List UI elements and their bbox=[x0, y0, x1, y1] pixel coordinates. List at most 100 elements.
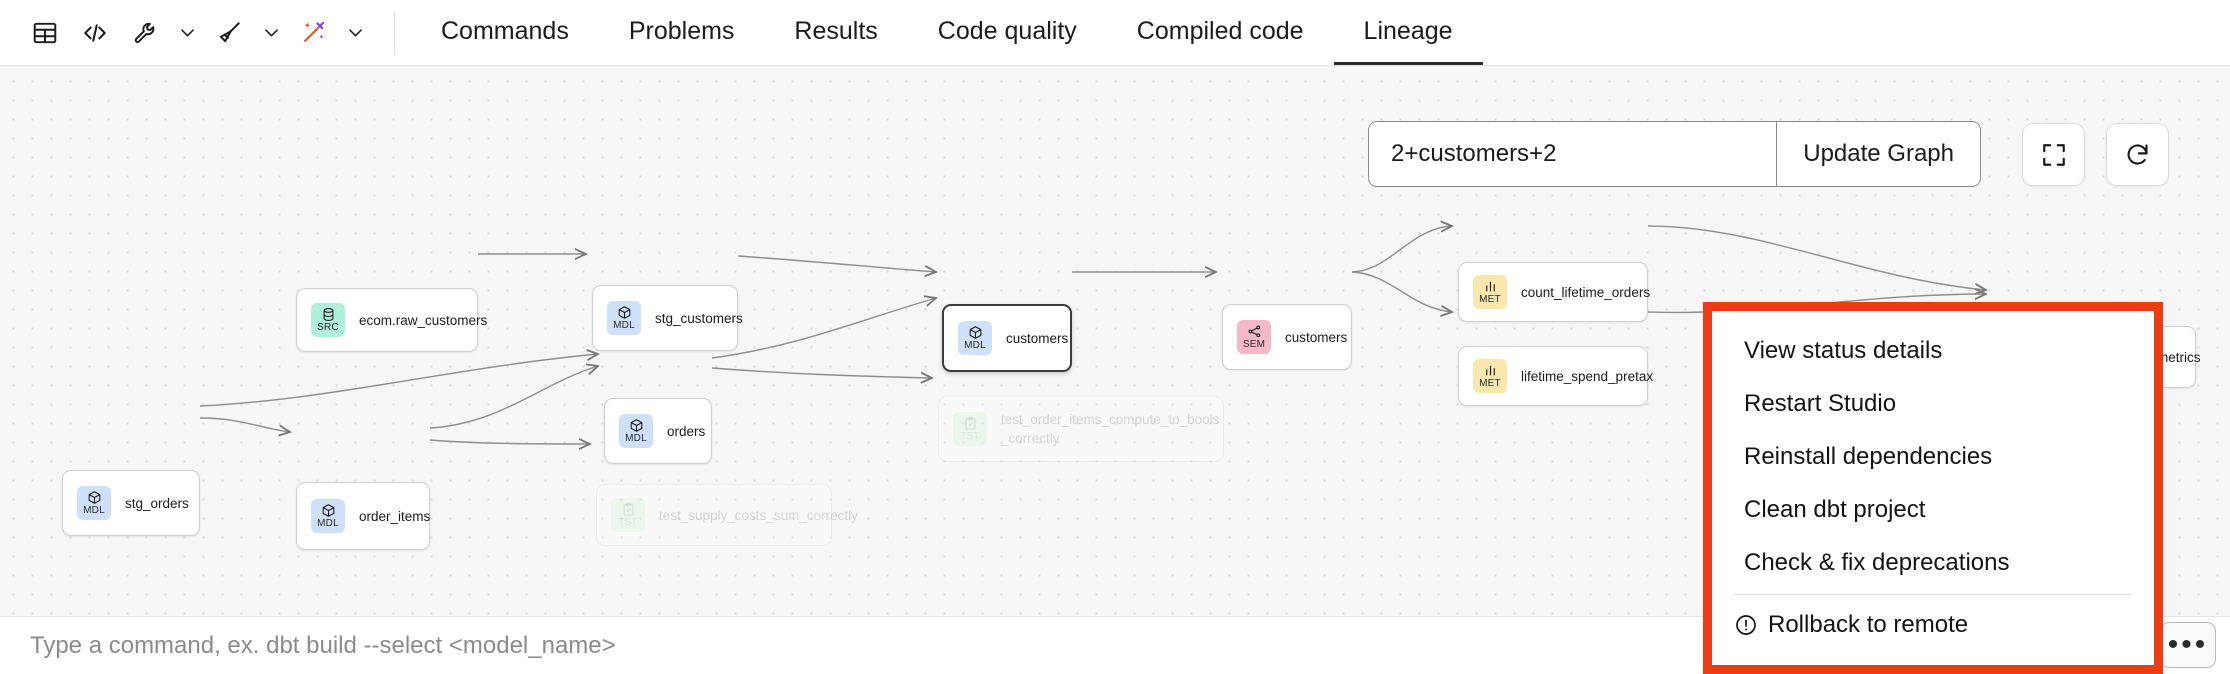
node-type-badge-tst: TST bbox=[953, 412, 987, 446]
chevron-down-icon-format[interactable] bbox=[256, 11, 286, 55]
badge-label: MET bbox=[1479, 378, 1501, 389]
menu-item-restart-studio[interactable]: Restart Studio bbox=[1712, 378, 2154, 431]
node-label: customers bbox=[1006, 330, 1069, 346]
tab-label: Compiled code bbox=[1136, 16, 1304, 45]
code-icon[interactable] bbox=[72, 10, 118, 56]
node-type-badge-mdl: MDL bbox=[77, 486, 111, 520]
graph-node-test-order-items-compute-to-bools[interactable]: TST test_order_items_compute_to_bools _c… bbox=[938, 396, 1224, 462]
menu-divider bbox=[1734, 593, 2132, 595]
bar-chart-icon bbox=[1483, 363, 1498, 378]
table-icon[interactable] bbox=[22, 10, 68, 56]
menu-item-check-fix-deprecations[interactable]: Check & fix deprecations bbox=[1712, 537, 2154, 590]
node-type-badge-sem: SEM bbox=[1237, 320, 1271, 354]
node-label: count_lifetime_orders bbox=[1521, 284, 1651, 300]
node-label: test_order_items_compute_to_bools _corre… bbox=[1001, 412, 1220, 446]
menu-item-label: Restart Studio bbox=[1744, 390, 1897, 417]
menu-item-rollback-to-remote[interactable]: Rollback to remote bbox=[1712, 599, 2154, 652]
top-toolbar: Commands Problems Results Code quality C… bbox=[0, 0, 2230, 66]
fit-to-screen-button[interactable] bbox=[2022, 123, 2085, 186]
badge-label: MDL bbox=[613, 320, 635, 331]
node-label: stg_customers bbox=[655, 310, 743, 326]
bar-chart-icon bbox=[1483, 279, 1498, 294]
menu-item-label: Rollback to remote bbox=[1768, 611, 1969, 638]
cube-icon bbox=[968, 325, 983, 340]
badge-label: MDL bbox=[83, 505, 105, 516]
menu-item-label: View status details bbox=[1744, 337, 1943, 364]
badge-label: MDL bbox=[625, 433, 647, 444]
fullscreen-icon bbox=[2042, 143, 2065, 166]
tab-lineage[interactable]: Lineage bbox=[1333, 0, 1483, 65]
badge-label: MDL bbox=[317, 518, 339, 529]
menu-item-label: Reinstall dependencies bbox=[1744, 443, 1993, 470]
cube-icon bbox=[321, 503, 336, 518]
clipboard-check-icon bbox=[963, 416, 978, 431]
cube-icon bbox=[617, 305, 632, 320]
graph-selector-input[interactable] bbox=[1369, 122, 1777, 186]
tab-problems[interactable]: Problems bbox=[599, 0, 765, 65]
badge-label: TST bbox=[618, 517, 638, 528]
node-label: ecom.raw_customers bbox=[359, 312, 488, 328]
graph-node-test-supply-costs-sum-correctly[interactable]: TST test_supply_costs_sum_correctly bbox=[596, 484, 858, 546]
tab-label: Commands bbox=[441, 16, 569, 45]
node-label: orders bbox=[667, 423, 706, 439]
clipboard-check-icon bbox=[621, 502, 636, 517]
tab-label: Problems bbox=[628, 16, 735, 45]
tab-commands[interactable]: Commands bbox=[411, 0, 599, 65]
node-label: order_items bbox=[359, 508, 431, 524]
node-type-badge-mdl: MDL bbox=[607, 301, 641, 335]
menu-item-view-status-details[interactable]: View status details bbox=[1712, 325, 2154, 378]
tab-label: Lineage bbox=[1363, 16, 1453, 45]
badge-label: MDL bbox=[964, 340, 986, 351]
tab-label: Results bbox=[794, 16, 878, 45]
alert-circle-icon bbox=[1734, 613, 1768, 637]
graph-node-ecom-raw-customers[interactable]: SRC ecom.raw_customers bbox=[296, 288, 487, 352]
tab-label: Code quality bbox=[937, 16, 1077, 45]
chevron-down-icon-ai[interactable] bbox=[340, 11, 370, 55]
more-options-button[interactable]: ••• bbox=[2160, 622, 2216, 668]
selector-divider bbox=[1776, 122, 1778, 186]
tab-code-quality[interactable]: Code quality bbox=[908, 0, 1107, 65]
graph-node-count-lifetime-orders[interactable]: MET count_lifetime_orders bbox=[1458, 262, 1651, 322]
badge-label: SRC bbox=[317, 322, 339, 333]
cube-icon bbox=[629, 418, 644, 433]
node-label: lifetime_spend_pretax bbox=[1521, 368, 1654, 384]
node-type-badge-met: MET bbox=[1473, 359, 1507, 393]
graph-node-orders[interactable]: MDL orders bbox=[604, 398, 712, 464]
magic-wand-icon[interactable] bbox=[290, 10, 336, 56]
badge-label: MET bbox=[1479, 294, 1501, 305]
node-label: test_supply_costs_sum_correctly bbox=[659, 507, 858, 523]
tab-bar: Commands Problems Results Code quality C… bbox=[411, 0, 1483, 65]
node-label: customers bbox=[1285, 329, 1348, 345]
node-type-badge-tst: TST bbox=[611, 498, 645, 532]
graph-node-customers-semantic[interactable]: SEM customers bbox=[1222, 304, 1352, 370]
refresh-graph-button[interactable] bbox=[2106, 123, 2169, 186]
node-type-badge-mdl: MDL bbox=[311, 499, 345, 533]
chevron-down-icon-tools[interactable] bbox=[172, 11, 202, 55]
graph-node-stg-customers[interactable]: MDL stg_customers bbox=[592, 285, 743, 351]
graph-selector-bar: Update Graph bbox=[1368, 121, 1981, 187]
toolbar-divider bbox=[394, 10, 395, 55]
refresh-icon bbox=[2127, 144, 2148, 165]
semantic-graph-icon bbox=[1247, 324, 1262, 339]
menu-item-label: Clean dbt project bbox=[1744, 496, 1926, 523]
graph-node-customers-model[interactable]: MDL customers bbox=[942, 304, 1072, 372]
menu-item-clean-dbt-project[interactable]: Clean dbt project bbox=[1712, 484, 2154, 537]
toolbar-icon-group bbox=[0, 0, 411, 65]
node-type-badge-met: MET bbox=[1473, 275, 1507, 309]
graph-node-lifetime-spend-pretax[interactable]: MET lifetime_spend_pretax bbox=[1458, 346, 1653, 406]
context-menu-highlight: View status details Restart Studio Reins… bbox=[1703, 302, 2163, 674]
tab-results[interactable]: Results bbox=[764, 0, 907, 65]
wrench-icon[interactable] bbox=[122, 10, 168, 56]
tab-compiled-code[interactable]: Compiled code bbox=[1107, 0, 1334, 65]
update-graph-button[interactable]: Update Graph bbox=[1777, 122, 1980, 186]
broom-icon[interactable] bbox=[206, 10, 252, 56]
graph-node-order-items[interactable]: MDL order_items bbox=[296, 482, 430, 550]
command-input[interactable] bbox=[30, 617, 1931, 674]
menu-item-label: Check & fix deprecations bbox=[1744, 549, 2010, 576]
cube-icon bbox=[87, 490, 102, 505]
studio-actions-menu: View status details Restart Studio Reins… bbox=[1712, 311, 2154, 665]
node-type-badge-src: SRC bbox=[311, 303, 345, 337]
graph-node-stg-orders[interactable]: MDL stg_orders bbox=[62, 470, 200, 536]
menu-item-reinstall-dependencies[interactable]: Reinstall dependencies bbox=[1712, 431, 2154, 484]
